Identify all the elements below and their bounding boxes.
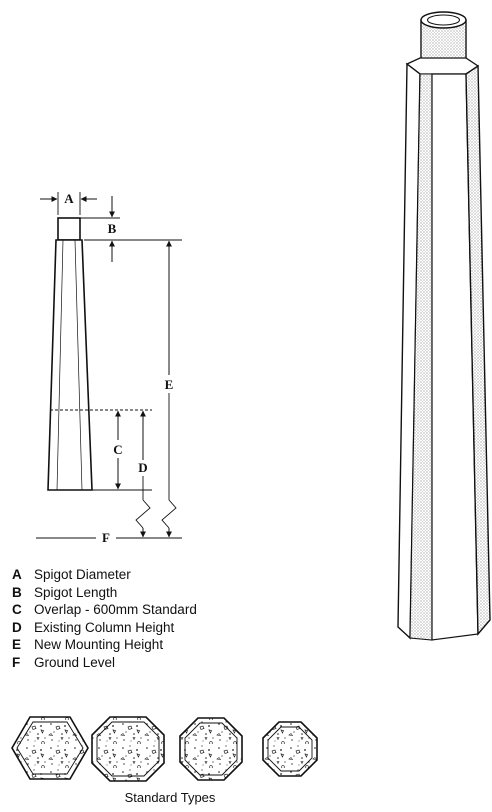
dimension-e xyxy=(161,240,177,538)
column-body xyxy=(47,239,93,491)
legend-text: Overlap - 600mm Standard xyxy=(34,602,197,618)
legend-item-c: C Overlap - 600mm Standard xyxy=(12,601,197,619)
legend-item-b: B Spigot Length xyxy=(12,584,197,602)
label-f: F xyxy=(102,530,110,545)
legend-item-d: D Existing Column Height xyxy=(12,619,197,637)
legend-item-a: A Spigot Diameter xyxy=(12,566,197,584)
label-a: A xyxy=(64,191,74,206)
standard-type-octagon-large xyxy=(91,716,165,782)
dimension-d xyxy=(135,410,151,538)
dimension-a xyxy=(40,192,97,215)
legend-key: D xyxy=(12,619,22,635)
legend-key: A xyxy=(12,567,22,582)
legend-item-f: F Ground Level xyxy=(12,654,197,672)
standard-type-hexagon xyxy=(11,716,89,780)
legend-text: New Mounting Height xyxy=(34,637,164,653)
standard-types xyxy=(11,716,318,782)
legend-text: Spigot Length xyxy=(34,584,118,600)
label-e: E xyxy=(165,377,174,392)
legend: A Spigot Diameter B Spigot Length C Overlap… xyxy=(12,566,197,672)
legend-text: Existing Column Height xyxy=(34,619,175,635)
column-elevation xyxy=(47,217,152,491)
legend-item-e: E New Mounting Height xyxy=(12,636,197,654)
label-b: B xyxy=(108,221,117,236)
standard-types-caption: Standard Types xyxy=(124,790,216,805)
legend-key: F xyxy=(12,654,21,670)
legend-key: B xyxy=(12,584,22,600)
label-d: D xyxy=(138,460,147,475)
legend-key: C xyxy=(12,602,22,618)
legend-text: Ground Level xyxy=(34,654,116,670)
legend-key: E xyxy=(12,637,22,653)
column-illustration xyxy=(397,11,491,641)
standard-type-octagon-medium xyxy=(179,717,243,781)
standard-type-octagon-small xyxy=(262,721,318,777)
label-c: C xyxy=(113,442,122,457)
legend-text: Spigot Diameter xyxy=(34,567,131,582)
dimension-b xyxy=(80,196,182,262)
spigot xyxy=(57,217,81,241)
